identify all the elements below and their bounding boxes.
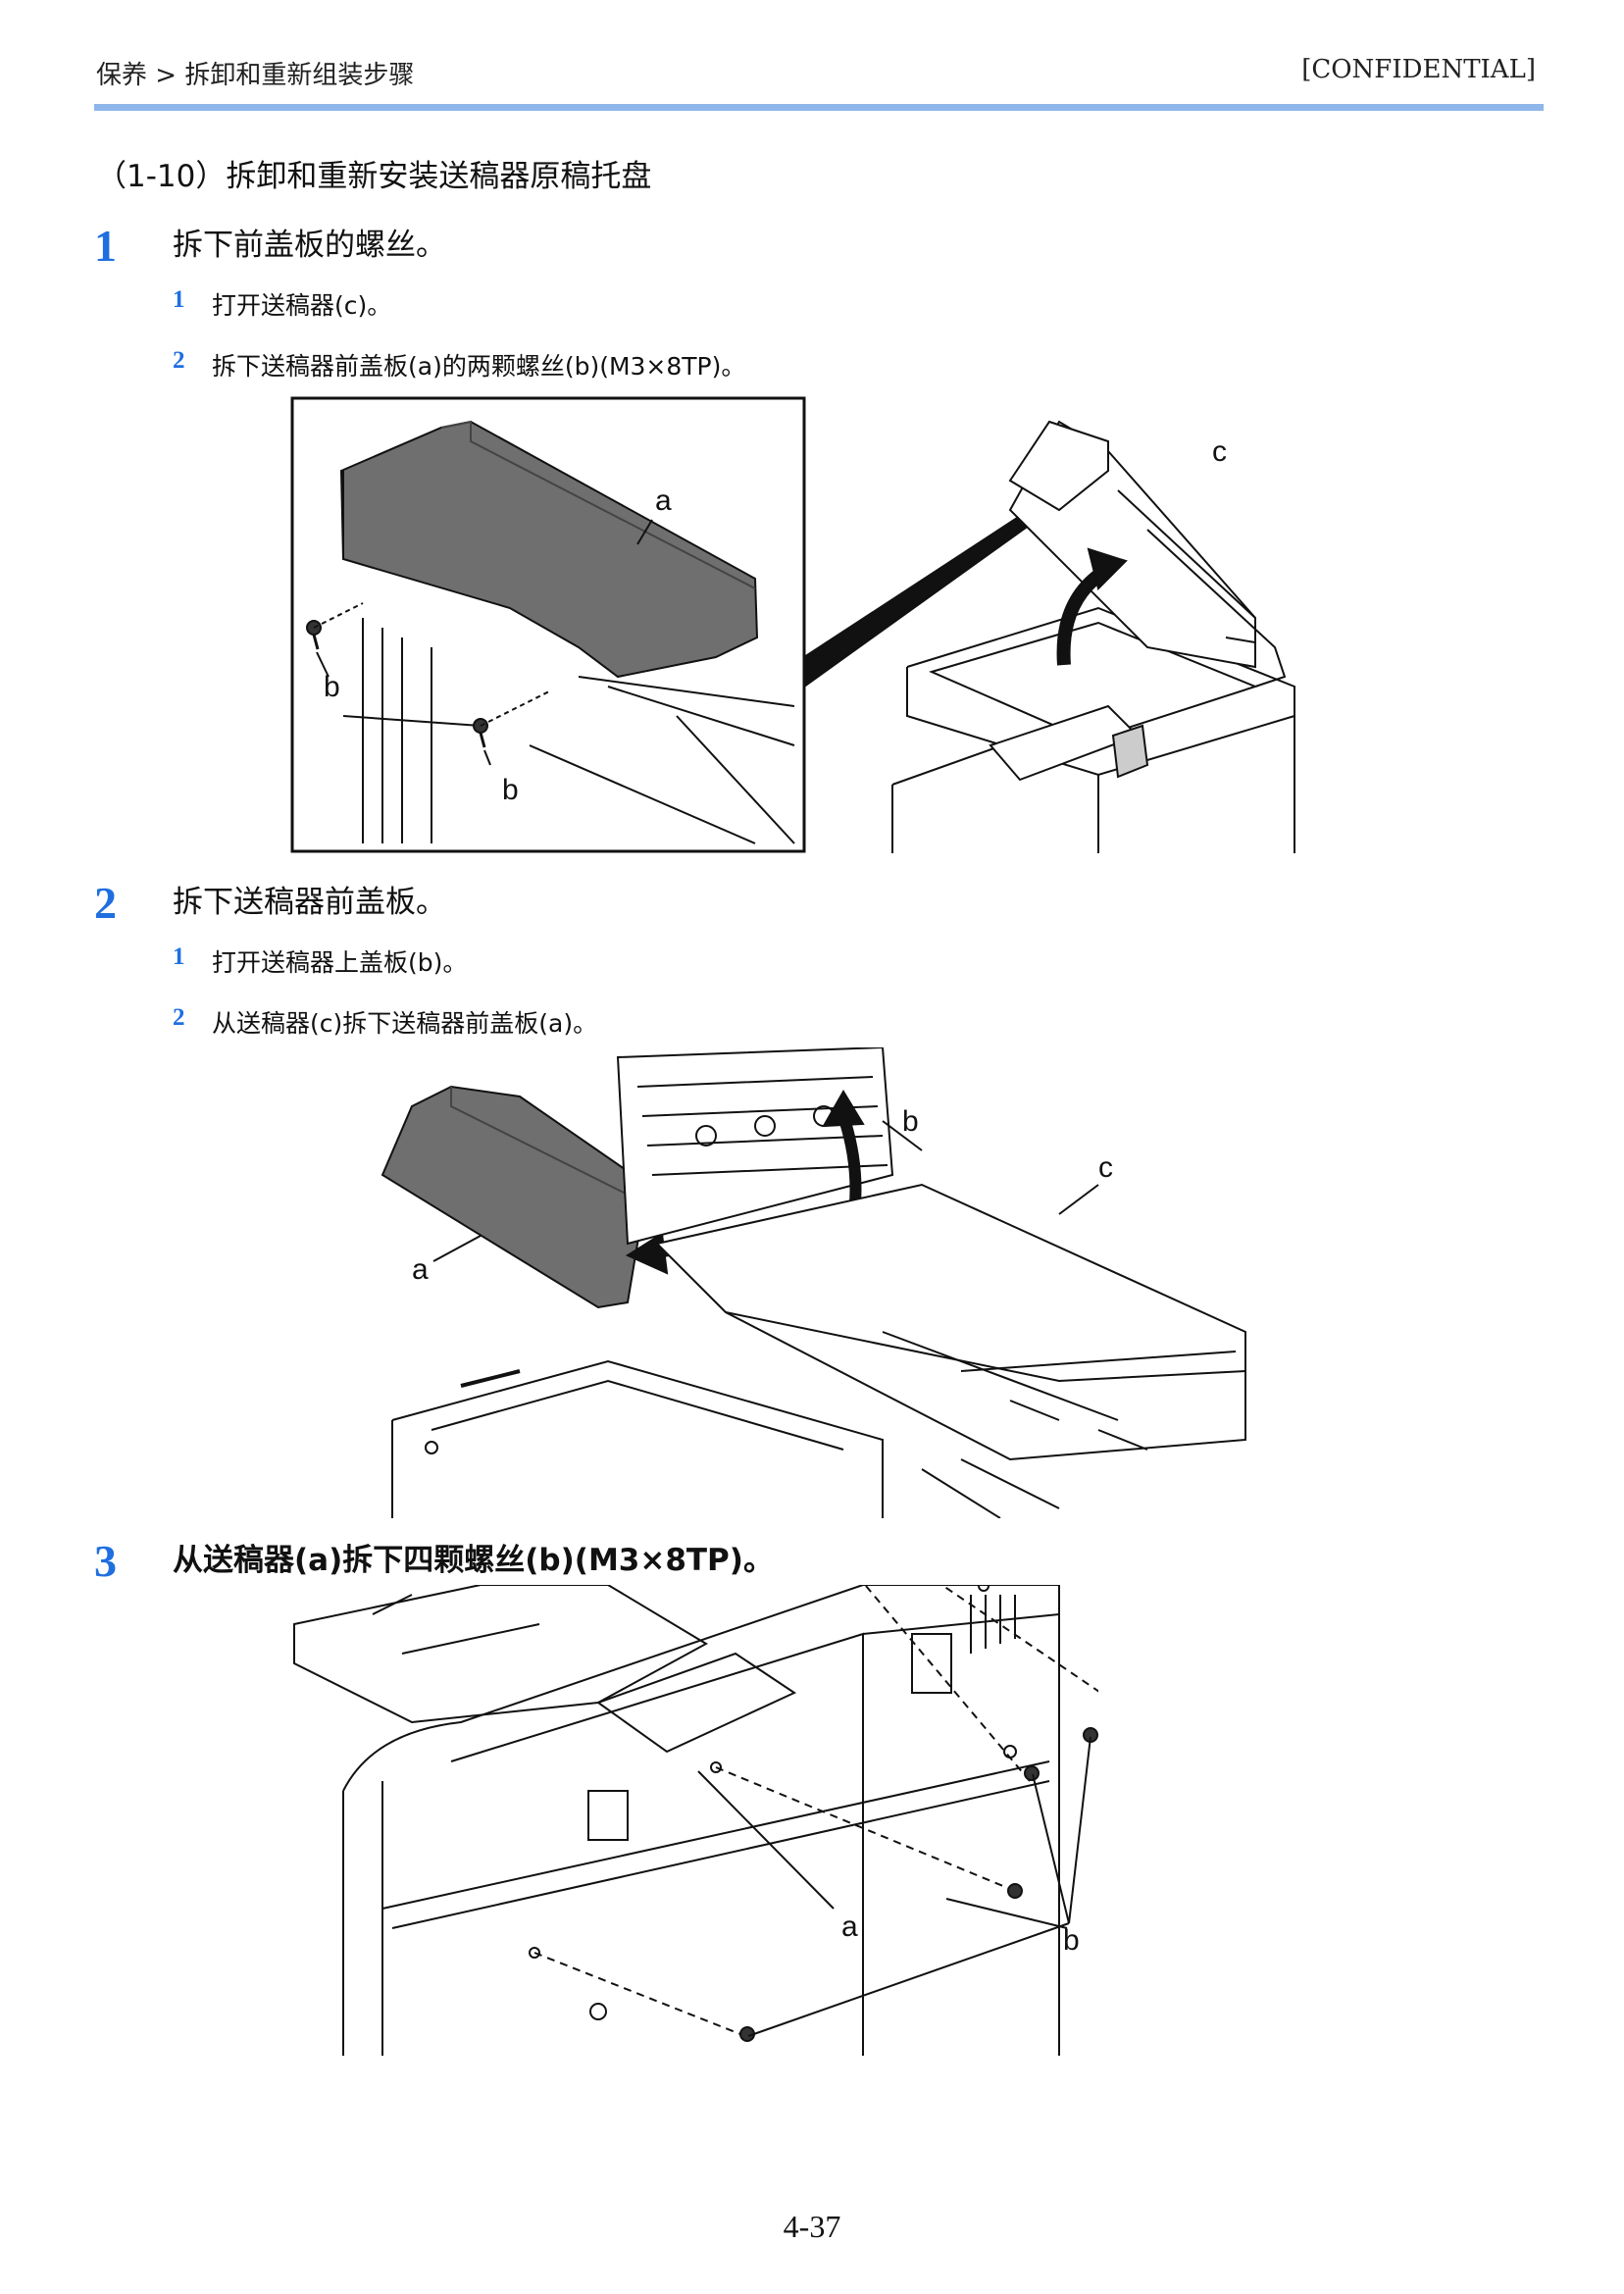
step-1-sub-1-number: 1	[173, 286, 185, 313]
confidential-label: [CONFIDENTIAL]	[1301, 55, 1536, 84]
step-2-sub-2-number: 2	[173, 1004, 185, 1031]
step-2-sub-2-text: 从送稿器(c)拆下送稿器前盖板(a)。	[212, 1009, 598, 1038]
step-2-number: 2	[94, 878, 117, 928]
fig1-label-b-1: b	[324, 671, 340, 703]
step-2-sub-1-text: 打开送稿器上盖板(b)。	[212, 948, 468, 977]
figure-3-remove-four-screws: a b	[293, 1585, 1098, 2056]
fig2-label-b: b	[902, 1105, 919, 1138]
fig3-label-b: b	[1063, 1924, 1080, 1957]
step-3-number: 3	[94, 1536, 117, 1586]
section-title: （1-10）拆卸和重新安装送稿器原稿托盘	[96, 159, 652, 194]
front-cover-part	[381, 1085, 649, 1309]
screw-b-3	[1024, 1765, 1040, 1781]
figure-1-front-cover-screws: a b b c	[290, 396, 1295, 853]
latch-left	[587, 1790, 629, 1841]
header-rule	[94, 104, 1544, 111]
step-1-sub-1-text: 打开送稿器(c)。	[212, 291, 392, 320]
fig3-label-a: a	[841, 1911, 858, 1943]
page-number: 4-37	[783, 2209, 841, 2244]
front-cover-part	[339, 420, 759, 679]
fig1-label-b-2: b	[502, 774, 519, 806]
inset-frame	[290, 396, 806, 853]
fig2-label-c: c	[1098, 1151, 1113, 1184]
breadcrumb: 保养 > 拆卸和重新组装步骤	[96, 61, 415, 90]
step-1-sub-2-text: 拆下送稿器前盖板(a)的两颗螺丝(b)(M3×8TP)。	[212, 352, 746, 381]
step-2-title: 拆下送稿器前盖板。	[173, 885, 446, 920]
screw-b-2	[1007, 1883, 1023, 1899]
figure-2-remove-front-cover: b c a	[381, 1047, 1246, 1518]
step-1-title: 拆下前盖板的螺丝。	[173, 228, 446, 263]
step-1-number: 1	[94, 221, 117, 271]
step-1-sub-2-number: 2	[173, 347, 185, 374]
step-2-sub-1-number: 1	[173, 943, 185, 970]
fig1-label-c: c	[1212, 435, 1227, 468]
fig1-label-a: a	[655, 484, 672, 517]
fig2-label-a: a	[412, 1253, 429, 1286]
step-3-title: 从送稿器(a)拆下四颗螺丝(b)(M3×8TP)。	[173, 1543, 774, 1578]
